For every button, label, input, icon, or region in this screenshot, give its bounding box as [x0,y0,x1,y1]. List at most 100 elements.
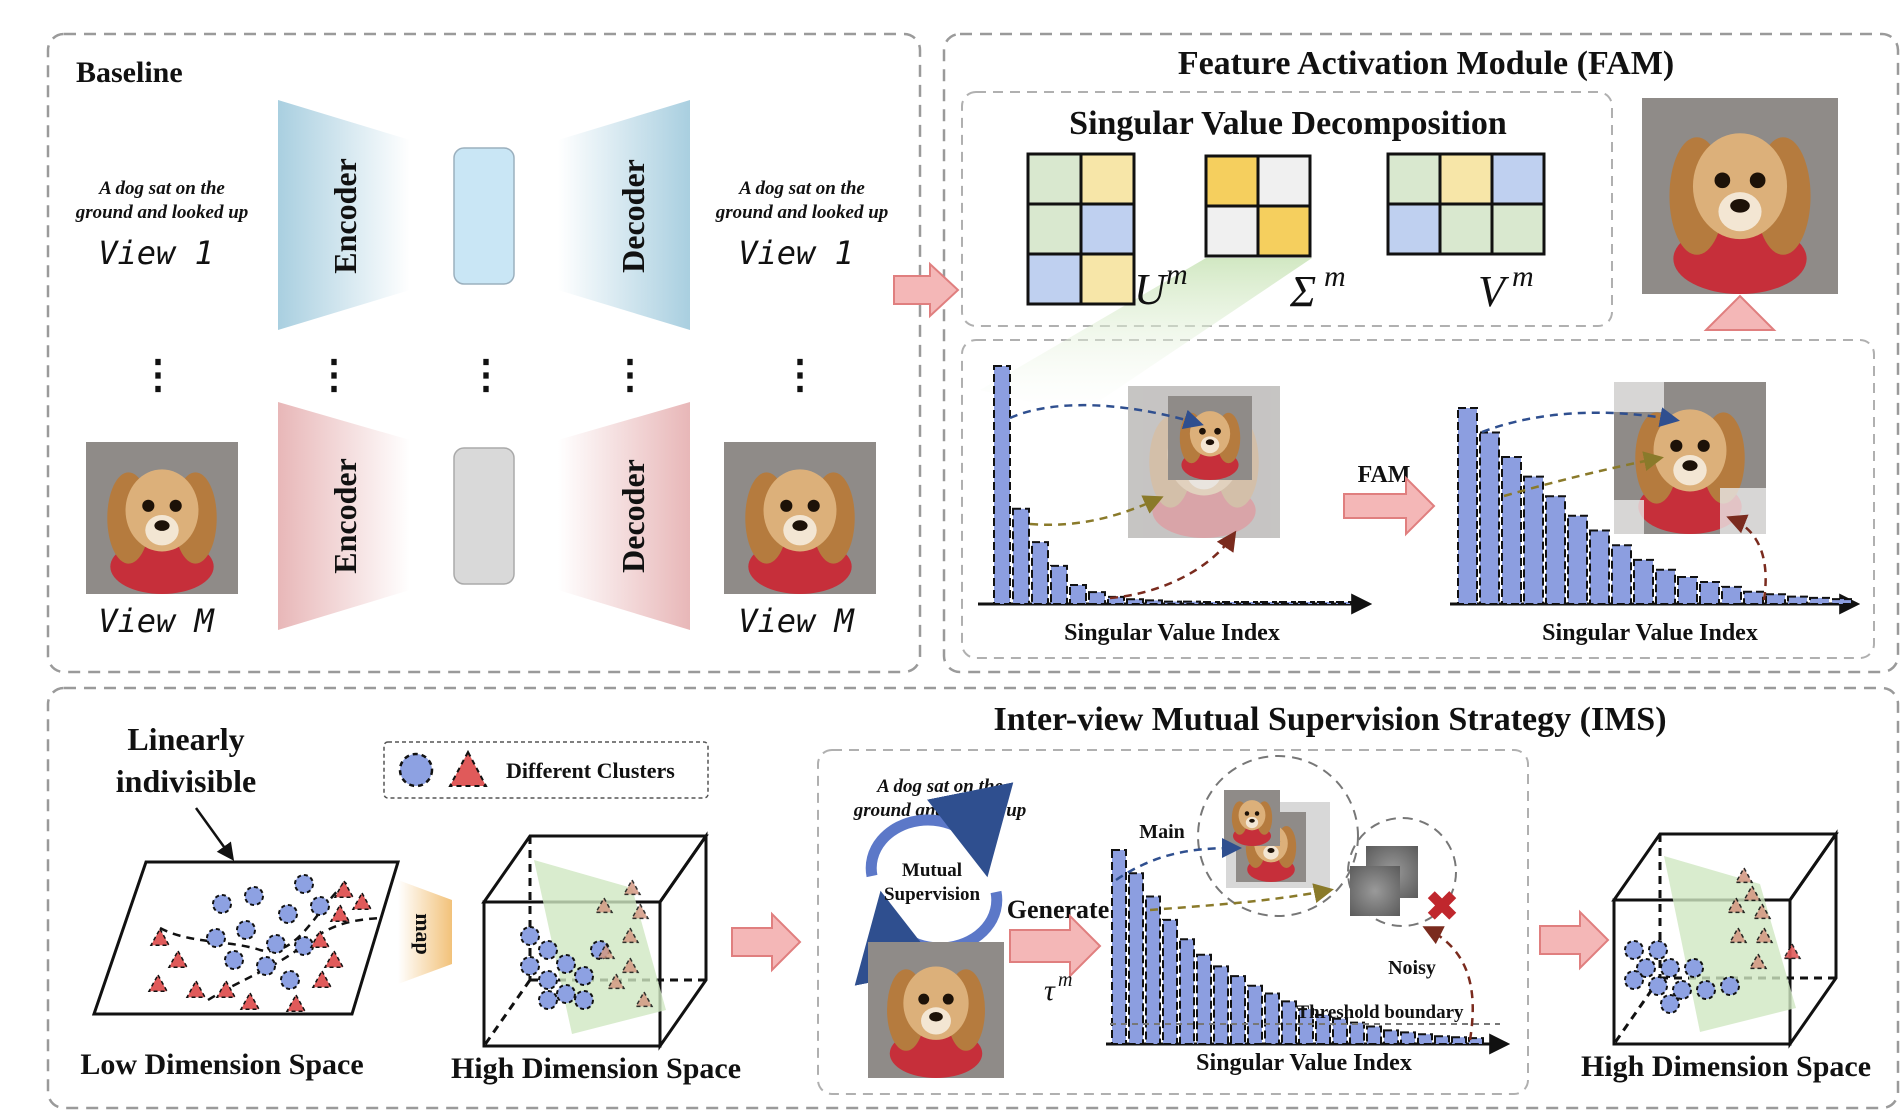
generate-label: Generate [1007,895,1110,924]
svd-title: Singular Value Decomposition [1069,105,1507,142]
legend-triangle-icon [448,749,488,787]
high-dim-2-triangle-2 [1742,884,1762,902]
tau-sup: m [1058,969,1072,991]
low-dim-cluster-triangle-6 [285,993,307,1012]
ims-bar-10 [1264,992,1280,1045]
fam-before-bar-6 [1088,591,1106,605]
ims-bar-22 [1468,1037,1484,1046]
high-dim-1-circle-3 [520,956,540,976]
fam-before-bar-1 [993,365,1011,605]
encoder-top-label: Encoder [327,158,363,274]
fam-after-xlabel: Singular Value Index [1542,620,1758,646]
fam-before-bar-2 [1012,507,1030,605]
fam-before-patch-image [1128,386,1280,538]
ims-bar-8 [1230,975,1246,1045]
ims-bar-2 [1128,872,1144,1046]
dog-image-input [86,442,238,594]
ims-bars [1111,849,1484,1046]
fam-after-bar-3 [1501,456,1522,605]
fam-after-bar-10 [1655,568,1676,606]
high-dim-2-circle-5 [1684,958,1704,978]
low-dim-cluster-triangle-11 [351,891,373,910]
ims-bar-7 [1213,965,1229,1046]
fam-before-xlabel: Singular Value Index [1064,620,1280,646]
low-dim-cluster-circle-12 [280,970,300,990]
low-dim-cluster-circle-8 [294,936,314,956]
low-dim-cluster-triangle-7 [311,969,333,988]
indivisible-label: indivisible [116,763,257,799]
fam-after-bar-7 [1589,529,1610,605]
encoder-bottom-label: Encoder [327,458,363,574]
ims-bar-6 [1196,953,1212,1046]
noisy-label: Noisy [1388,957,1436,979]
fam-after-bar-17 [1809,596,1830,605]
ims-bar-19 [1417,1033,1433,1046]
u-sup: m [1166,258,1188,291]
high-dim-1-triangle-1 [622,878,642,896]
low-dim-cluster-triangle-3 [185,979,207,998]
fam-after-bars [1457,407,1852,606]
high-dim-1-triangle-8 [606,972,626,990]
high-dim-1-circle-9 [538,990,558,1010]
fam-before-bar-16 [1278,601,1296,605]
fam-after-bar-6 [1567,514,1588,605]
high-dim-1-circle-1 [520,926,540,946]
ims-bar-4 [1162,918,1178,1046]
high-dim-2-circle-1 [1624,940,1644,960]
noisy-circle [1347,817,1457,927]
dots-5: ⋮ [780,352,820,397]
low-dim-cluster-circle-4 [294,874,314,894]
indivisible-pointer [194,807,235,861]
ims-bar-16 [1366,1025,1382,1046]
main-label: Main [1139,821,1185,843]
high-dim-1-triangle-7 [634,990,654,1008]
low-dim-label: Low Dimension Space [80,1048,363,1081]
hyperplane-2 [1664,856,1796,1032]
encoder-top [278,100,410,330]
fam-before-bar-5 [1069,583,1087,606]
high-dim-2-circle-8 [1672,980,1692,1000]
fam-after-bar-2 [1479,431,1500,605]
fam-after-arrow-mid [1503,451,1664,498]
high-dim-2-circle-7 [1648,976,1668,996]
high-dim-points-1 [520,878,654,1010]
ims-caption-line1: A dog sat on the [876,776,1003,797]
ims-bar-5 [1179,938,1195,1045]
high-dim-2-circle-6 [1624,970,1644,990]
low-dim-cluster-circle-3 [278,904,298,924]
low-dim-cluster-circle-5 [206,928,226,948]
low-dim-cluster-triangle-4 [215,979,237,998]
arrow-up-to-output [1703,294,1777,331]
ims-bar-1 [1111,849,1127,1045]
linearly-label: Linearly [127,721,244,757]
high-dim-2-triangle-8 [1782,942,1802,960]
high-dim-1-triangle-2 [630,902,650,920]
fam-before-bar-10 [1164,600,1182,605]
fam-after-patch-image [1614,382,1766,534]
ims-bar-14 [1332,1017,1348,1046]
fam-after-bar-16 [1787,595,1808,606]
fam-after-bar-5 [1545,495,1566,606]
fam-before-arrow-tail [1109,530,1237,600]
low-dim-cluster-triangle-13 [147,973,169,992]
map-arrow [398,880,452,984]
latent-top [453,147,515,285]
low-dim-cluster-triangle-5 [239,991,261,1010]
sigma-cone [980,258,1312,414]
noise-reject-icon: ✖ [1425,884,1459,929]
ims-bar-9 [1247,984,1263,1045]
high-dim-2-circle-3 [1636,958,1656,978]
ims-bar-12 [1298,1008,1314,1046]
fam-after-bar-18 [1831,598,1852,605]
ims-bar-15 [1349,1021,1365,1045]
ims-arrow-mid [1149,883,1334,912]
low-dim-points [147,874,373,1012]
low-dim-cluster-triangle-12 [333,879,355,898]
fam-after-bar-12 [1699,580,1720,606]
high-dim-1-circle-2 [538,940,558,960]
low-dim-cluster-triangle-2 [167,949,189,968]
caption-view1-line2: ground and looked up [75,202,249,223]
low-dim-cluster-triangle-9 [309,929,331,948]
ims-title: Inter-view Mutual Supervision Strategy (… [993,701,1666,738]
